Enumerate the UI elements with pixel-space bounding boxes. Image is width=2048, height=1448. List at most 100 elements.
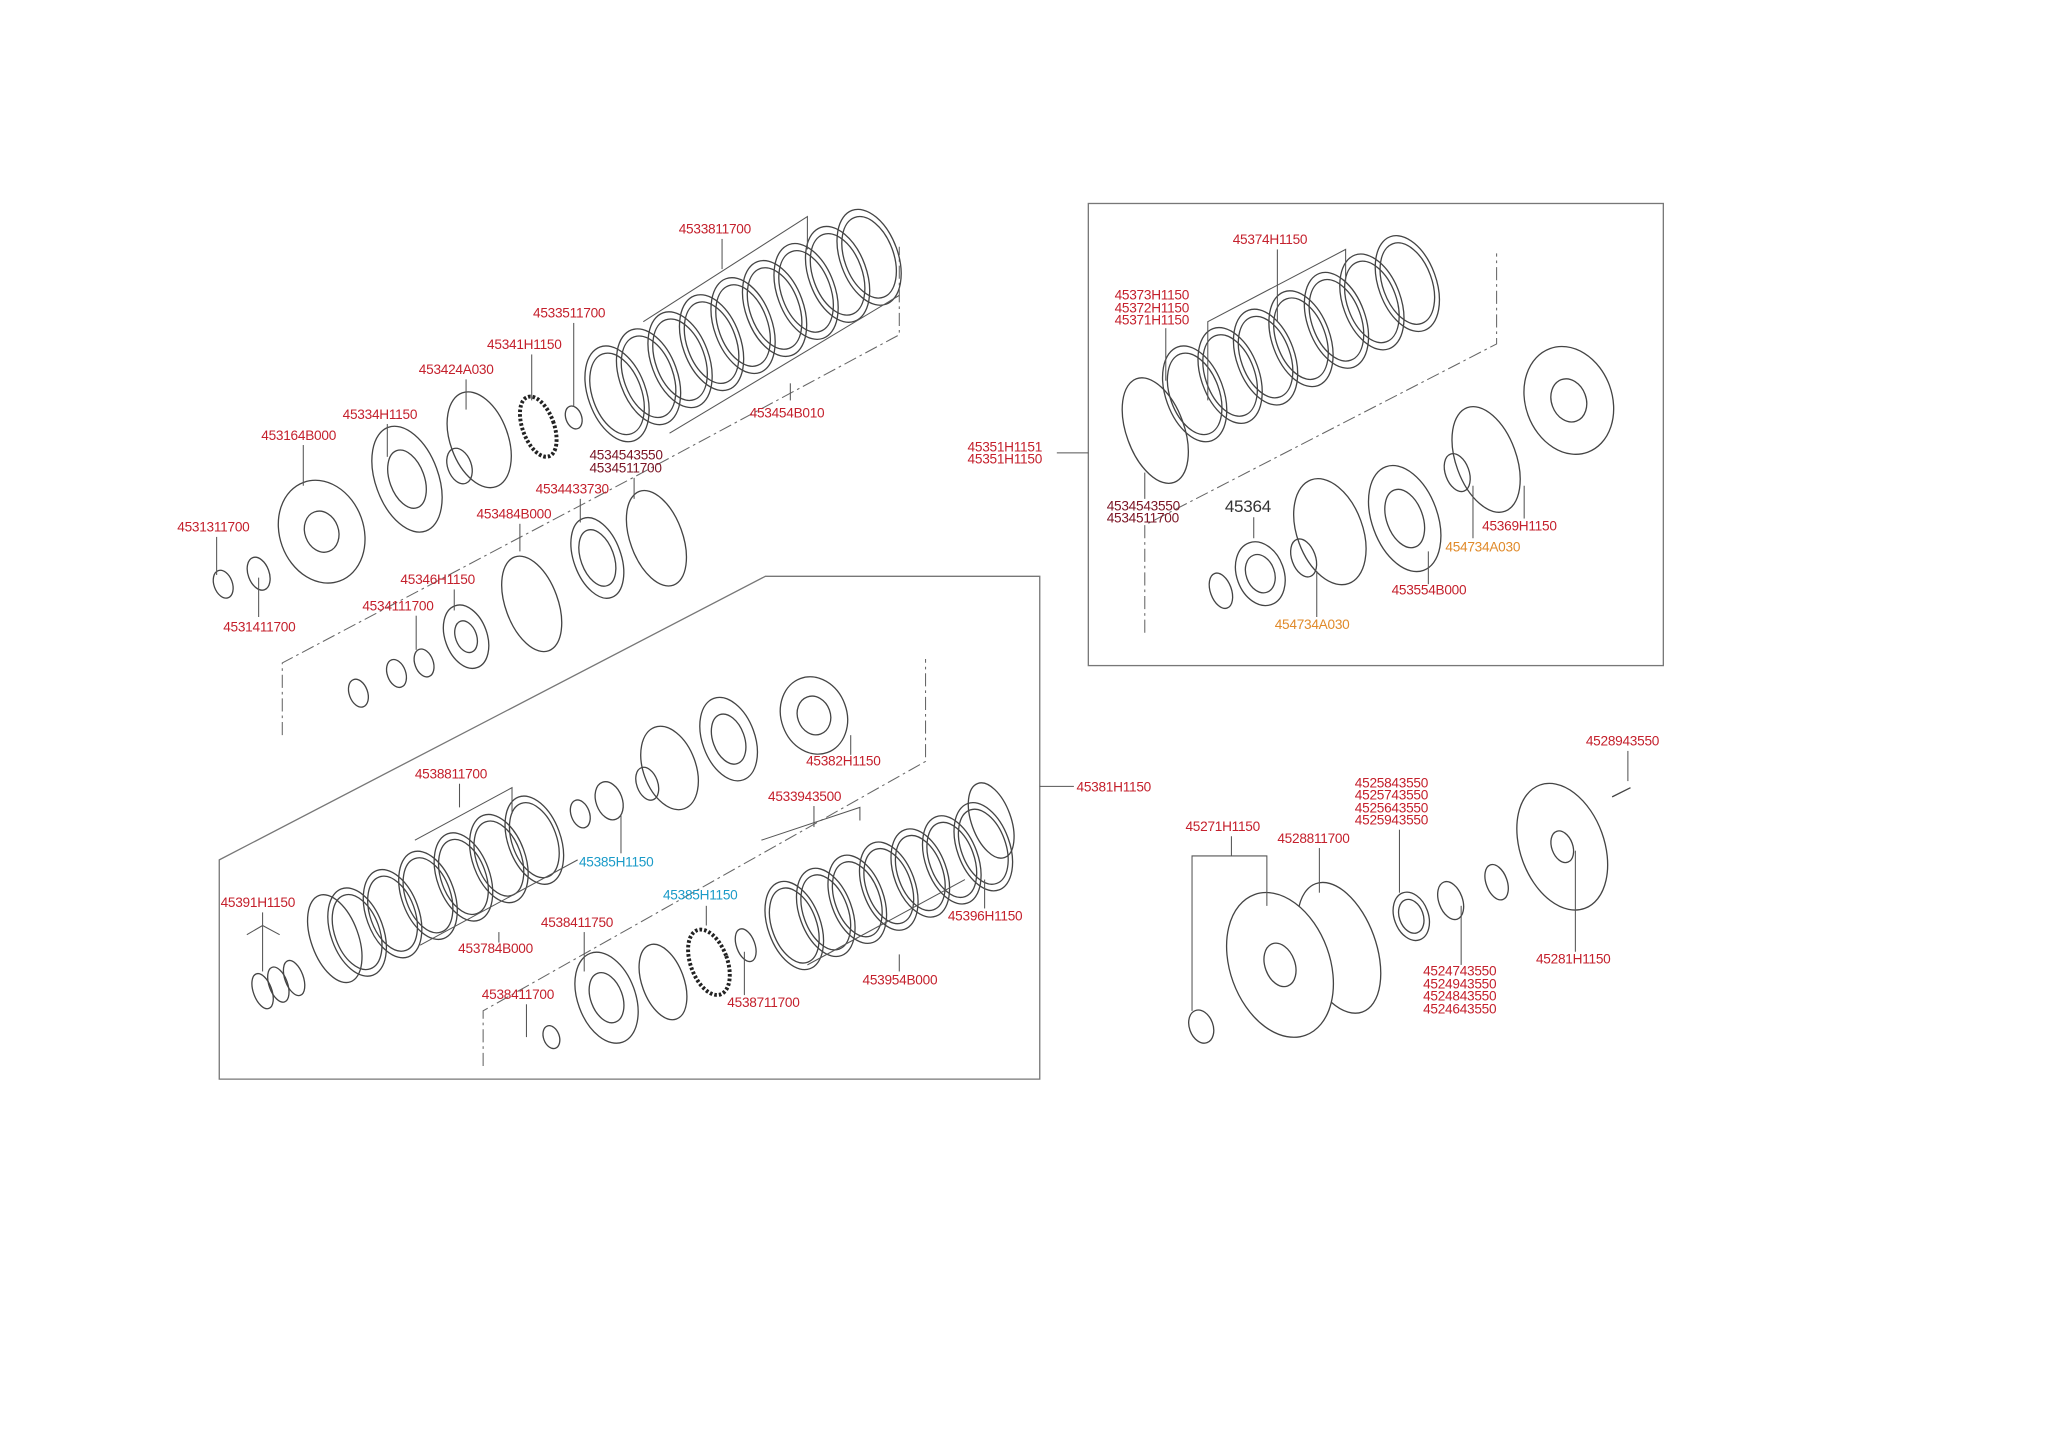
clutch-plate-inner [1166, 352, 1223, 436]
clutch-plate [710, 277, 776, 375]
part-label[interactable]: 45382H1150 [806, 753, 881, 768]
clutch-plate [890, 828, 951, 918]
part-label[interactable]: 45346H1150 [400, 572, 475, 587]
part-label[interactable]: 4533511700 [533, 306, 606, 321]
part-label[interactable]: 4528943550 [1586, 734, 1660, 749]
part-label[interactable]: 4538411750 [541, 915, 614, 930]
part-label[interactable]: 4528811700 [1277, 831, 1350, 846]
clutch-plate-inner [620, 335, 677, 419]
part-label[interactable]: 4534111700 [362, 598, 434, 613]
clutch-plate-inner [778, 250, 834, 333]
part-label-alt[interactable]: 454734A030 [1275, 617, 1351, 632]
clutch-plate-inner [1202, 334, 1259, 417]
seal-ring [1293, 478, 1367, 586]
part-label[interactable]: 453164B000 [261, 428, 337, 443]
group-box-lower [218, 575, 1041, 1080]
part-label[interactable]: 453424A030 [419, 362, 495, 377]
clutch-plate-inner [768, 887, 820, 964]
part-label[interactable]: 4525643550 [1355, 801, 1429, 816]
snap-ring [569, 799, 591, 829]
snap-ring [564, 405, 583, 430]
part-label[interactable]: 4525743550 [1355, 787, 1429, 802]
part-label-alt[interactable]: 45385H1150 [579, 854, 654, 869]
part-label[interactable]: 45371H1150 [1115, 312, 1190, 327]
part-label[interactable]: 4531311700 [177, 520, 250, 535]
clutch-plate-inner [926, 821, 978, 899]
part-label[interactable]: 4524743550 [1423, 963, 1497, 978]
clutch-plate [804, 225, 871, 323]
part-label[interactable]: 4534511700 [1107, 510, 1180, 525]
part-label[interactable]: 45391H1150 [221, 895, 296, 910]
part-label[interactable]: 45373H1150 [1115, 287, 1190, 302]
clutch-plate [921, 815, 982, 905]
part-label-alt[interactable]: 45385H1150 [663, 887, 738, 902]
part-label-alt[interactable]: 454734A030 [1445, 539, 1521, 554]
clutch-plate [795, 867, 856, 958]
part-label[interactable]: 453554B000 [1392, 583, 1468, 598]
part-label[interactable]: 453954B000 [863, 973, 939, 988]
part-label[interactable]: 45334H1150 [343, 407, 418, 422]
part-reference-number: 45364 [1225, 497, 1271, 516]
sun-gear-hub-inner [454, 620, 479, 654]
piston [574, 951, 639, 1044]
part-label[interactable]: 45351H1150 [968, 451, 1043, 466]
part-label[interactable]: 45369H1150 [1482, 518, 1557, 533]
part-label[interactable]: 45281H1150 [1536, 952, 1611, 967]
part-label[interactable]: 45351H1151 [968, 440, 1043, 455]
part-label[interactable]: 4538811700 [415, 766, 488, 781]
part-label[interactable]: 45374H1150 [1233, 232, 1308, 247]
clutch-plate-inner [1237, 315, 1294, 399]
part-label[interactable]: 45372H1150 [1115, 300, 1190, 315]
clutch-plate-inner [683, 301, 740, 385]
part-label[interactable]: 45341H1150 [487, 337, 562, 352]
outer-gear-inner [1397, 898, 1425, 934]
pump-labels: 4528943550 4525843550 4525743550 4525643… [1185, 734, 1660, 1017]
part-label[interactable]: 4533811700 [679, 222, 752, 237]
part-label[interactable]: 4525943550 [1355, 812, 1429, 827]
clutch-plate-inner [331, 893, 383, 971]
seal-ring [1451, 405, 1521, 513]
clutch-plate-inner [800, 874, 852, 951]
part-label[interactable]: 4534543550 [589, 447, 663, 462]
part-label[interactable]: 4534511700 [589, 461, 662, 476]
inner-gear [1437, 880, 1465, 921]
outer-gear [1392, 891, 1431, 942]
part-label[interactable]: 4531411700 [223, 619, 296, 634]
part-label[interactable]: 4524943550 [1423, 977, 1497, 992]
part-label[interactable]: 4538711700 [727, 995, 800, 1010]
part-label[interactable]: 453454B010 [750, 405, 826, 420]
part-label[interactable]: 45271H1150 [1185, 819, 1260, 834]
part-label[interactable]: 453784B000 [458, 941, 534, 956]
snap-ring [734, 928, 757, 963]
clutch-plate [615, 328, 682, 426]
clutch-plate [584, 345, 650, 443]
clutch-hub-splined [570, 516, 625, 599]
part-label[interactable]: 4533943500 [768, 789, 842, 804]
part-label[interactable]: 4534543550 [1107, 499, 1181, 514]
spring-retainer [1234, 541, 1286, 607]
part-label[interactable]: 4524843550 [1423, 988, 1497, 1003]
axis-lower [482, 659, 927, 1066]
clutch-plate-inner [652, 318, 708, 402]
clutch-hub-splined-inner [578, 529, 617, 587]
piston [1367, 464, 1442, 573]
part-label[interactable]: 4534433730 [536, 482, 610, 497]
part-label[interactable]: 45381H1150 [1077, 780, 1152, 795]
hub-ring [594, 781, 624, 821]
spring-retainer [686, 927, 732, 997]
clutch-plate-inner [831, 861, 883, 938]
clutch-plate-inner [863, 847, 915, 925]
snap-ring [306, 894, 363, 984]
part-label[interactable]: 45396H1150 [948, 908, 1023, 923]
axis-upper [281, 246, 900, 736]
part-label[interactable]: 4524643550 [1423, 1001, 1497, 1016]
part-label[interactable]: 4538411700 [482, 987, 555, 1002]
clutch-plate [1303, 271, 1370, 369]
clutch-plate [741, 259, 808, 358]
part-label[interactable]: 453484B000 [477, 507, 553, 522]
clutch-plate-inner [746, 267, 803, 350]
pump-cover [1516, 782, 1609, 911]
bolt [1611, 787, 1631, 798]
part-label[interactable]: 4525843550 [1355, 776, 1429, 791]
